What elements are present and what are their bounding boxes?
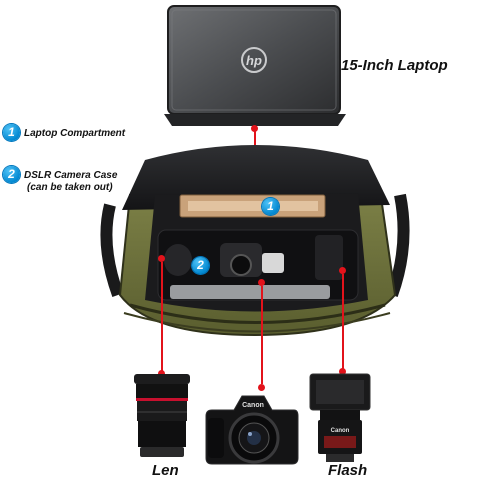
lens-image bbox=[134, 374, 190, 457]
lens-pointer-line bbox=[161, 262, 163, 372]
flash-pointer-line bbox=[342, 274, 344, 370]
lens-label: Len bbox=[152, 462, 179, 479]
flash-unit-image: Canon bbox=[309, 373, 371, 462]
lens-target-dot bbox=[158, 370, 165, 377]
camera-brand-text: Canon bbox=[242, 402, 264, 409]
camera-target-dot bbox=[258, 384, 265, 391]
dslr-case-label: DSLR Camera Case bbox=[24, 170, 118, 181]
badge-2-icon: 2 bbox=[3, 166, 20, 183]
flash-label: Flash bbox=[328, 462, 368, 479]
messenger-bag-image bbox=[100, 145, 410, 337]
bag-badge-2-icon: 2 bbox=[192, 257, 209, 274]
laptop-logo: hp bbox=[246, 53, 262, 68]
badge-1-icon: 1 bbox=[3, 124, 20, 141]
flash-target-dot bbox=[339, 368, 346, 375]
laptop-label: 15-Inch Laptop bbox=[341, 57, 448, 74]
bag-badge-1-icon: 1 bbox=[262, 198, 279, 215]
lens-source-dot bbox=[158, 255, 165, 262]
laptop-compartment-label: Laptop Compartment bbox=[24, 128, 126, 139]
flash-source-dot bbox=[339, 267, 346, 274]
dslr-camera-image: Canon bbox=[205, 395, 299, 465]
flash-brand-text: Canon bbox=[331, 428, 350, 434]
camera-source-dot bbox=[258, 279, 265, 286]
laptop-image: hp bbox=[164, 5, 346, 126]
dslr-case-removable-note: (can be taken out) bbox=[27, 182, 113, 193]
laptop-marker-dot bbox=[251, 125, 258, 132]
camera-pointer-line bbox=[261, 286, 263, 384]
